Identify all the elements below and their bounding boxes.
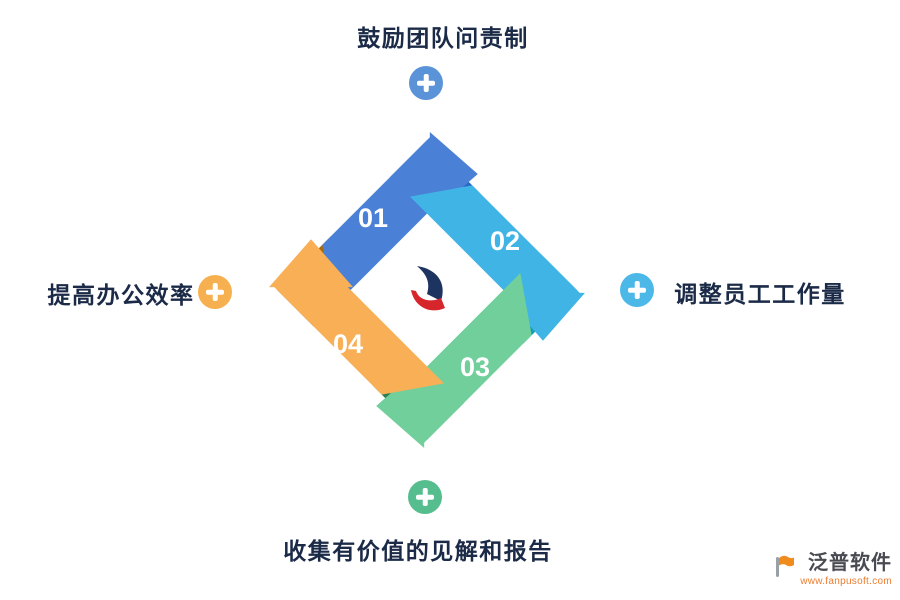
- label-left: 提高办公效率: [47, 282, 195, 308]
- center-logo-icon: [411, 266, 445, 311]
- logo-red-swoosh: [411, 290, 445, 311]
- logo-navy-swoosh: [417, 266, 443, 301]
- step-number-03: 03: [460, 352, 490, 382]
- cycle-diagram: 01 02 03 04: [266, 129, 588, 451]
- flag-banner: [779, 555, 795, 567]
- brand-flag-icon: [776, 555, 795, 577]
- label-right: 调整员工工作量: [674, 281, 846, 307]
- flag-pole: [776, 557, 780, 577]
- watermark-text: 泛普软件 www.fanpusoft.com: [800, 552, 892, 587]
- plus-icon-top: [409, 66, 443, 100]
- watermark: 泛普软件 www.fanpusoft.com: [773, 552, 892, 587]
- plus-icon-right: [620, 273, 654, 307]
- brand-name: 泛普软件: [808, 552, 892, 574]
- step-number-01: 01: [358, 203, 388, 233]
- label-top: 鼓励团队问责制: [357, 25, 529, 51]
- step-number-04: 04: [333, 329, 363, 359]
- plus-icon-left: [198, 275, 232, 309]
- step-number-02: 02: [490, 226, 520, 256]
- label-bottom: 收集有价值的见解和报告: [283, 538, 553, 564]
- plus-icon-bottom: [408, 480, 442, 514]
- brand-url: www.fanpusoft.com: [800, 576, 892, 587]
- arrow-ring: [266, 129, 588, 451]
